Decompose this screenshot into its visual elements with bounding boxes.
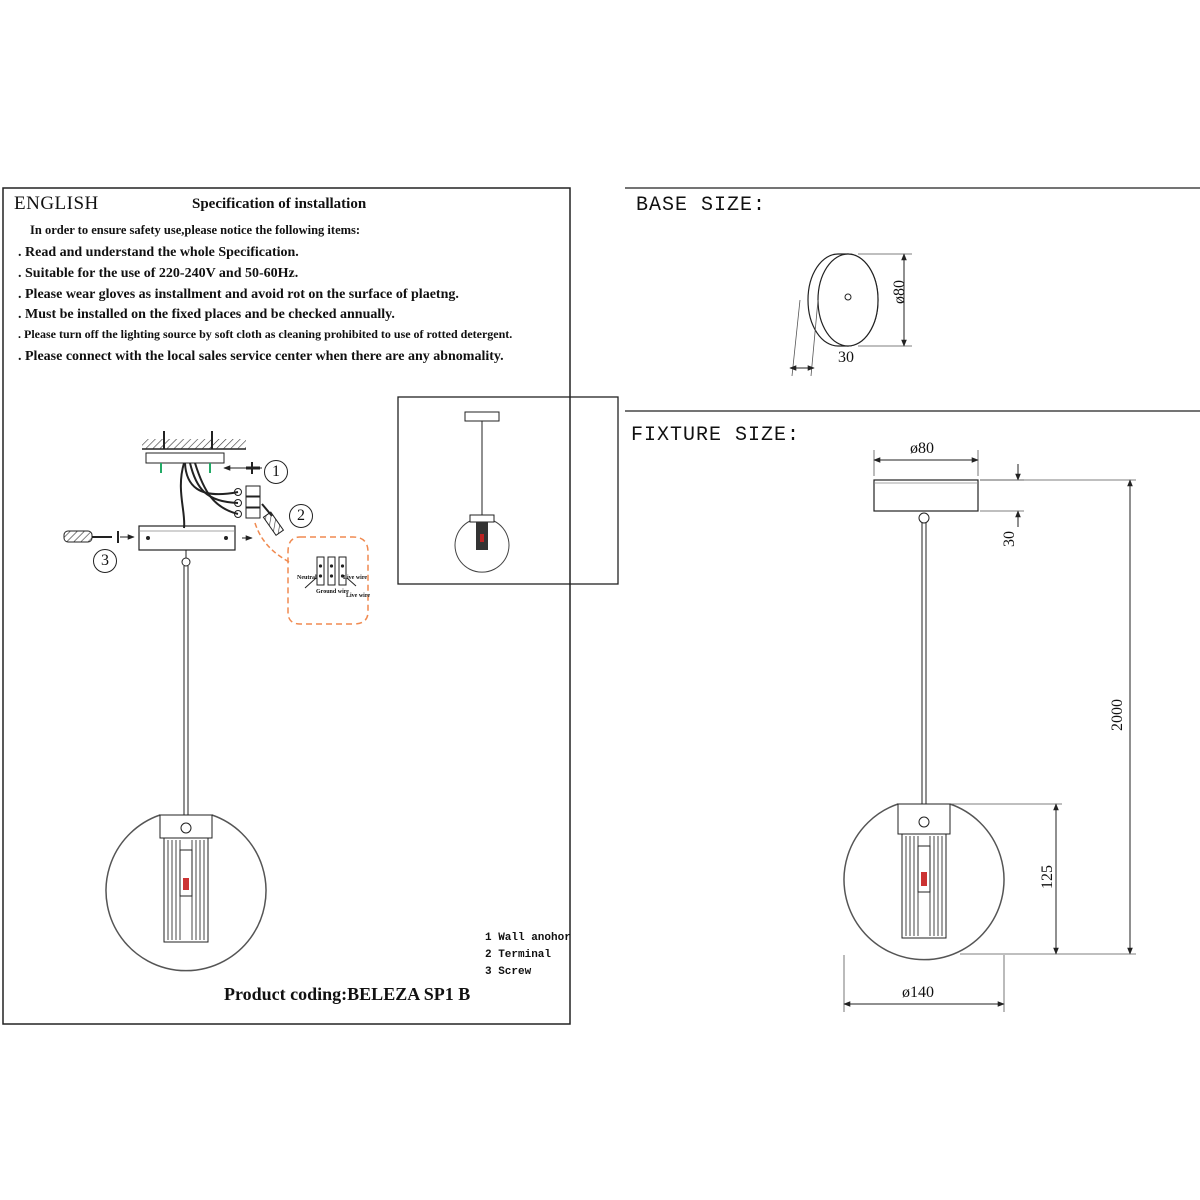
safety-item: . Read and understand the whole Specific… (18, 245, 299, 260)
callout-2: 2 (289, 504, 313, 528)
safety-item: . Please connect with the local sales se… (18, 349, 504, 364)
fixture-base-diameter-label: ø80 (910, 440, 934, 457)
wall-anchor-screw (223, 462, 262, 474)
pendant-cord (181, 550, 191, 815)
product-code: Product coding:BELEZA SP1 B (224, 984, 471, 1004)
base-height-label: 30 (838, 349, 854, 366)
inset-preview-frame (397, 396, 619, 585)
shade-diameter-label: ø140 (902, 984, 934, 1001)
canopy (138, 525, 253, 551)
callout-3: 3 (93, 549, 117, 573)
terminal-block (234, 485, 261, 519)
safety-item: . Please turn off the lighting source by… (18, 327, 513, 341)
ceiling (142, 431, 246, 450)
legend-item: 2 Terminal (485, 949, 552, 961)
wires (179, 462, 239, 529)
wiring-detail-callout (254, 522, 369, 625)
legend-item: 3 Screw (485, 966, 532, 978)
inset-pendant-drawing (454, 411, 510, 573)
language-label: ENGLISH (14, 193, 99, 214)
legend-item: 1 Wall anohor (485, 932, 571, 944)
intro-text: In order to ensure safety use,please not… (30, 223, 361, 237)
live-wire-label: Live wire (343, 575, 368, 581)
safety-item: . Must be installed on the fixed places … (18, 307, 395, 322)
base-diameter-label: ø80 (891, 280, 908, 304)
fixture-size-title: FIXTURE SIZE: (631, 424, 801, 447)
left-pendant-shade (105, 814, 267, 972)
total-height-label: 2000 (1109, 699, 1126, 731)
neutral-wire-label: Neutral (297, 575, 317, 581)
ground-wire-label: Ground wire (316, 589, 349, 595)
safety-item: . Please wear gloves as installment and … (18, 287, 459, 302)
fixture-dimension-drawing (843, 450, 1136, 1012)
fixture-base-height-label: 30 (1001, 531, 1018, 547)
terminal-screwdriver (261, 503, 285, 537)
shade-height-label: 125 (1039, 865, 1056, 889)
canopy-screwdriver (63, 530, 135, 543)
base-size-title: BASE SIZE: (636, 194, 767, 217)
instructions-panel-frame (2, 187, 571, 1025)
callout-1: 1 (264, 460, 288, 484)
spec-title: Specification of installation (192, 196, 367, 212)
safety-item: . Suitable for the use of 220-240V and 5… (18, 266, 299, 281)
base-disk-drawing (789, 253, 912, 377)
live-wire-label: Live wire (346, 593, 371, 599)
